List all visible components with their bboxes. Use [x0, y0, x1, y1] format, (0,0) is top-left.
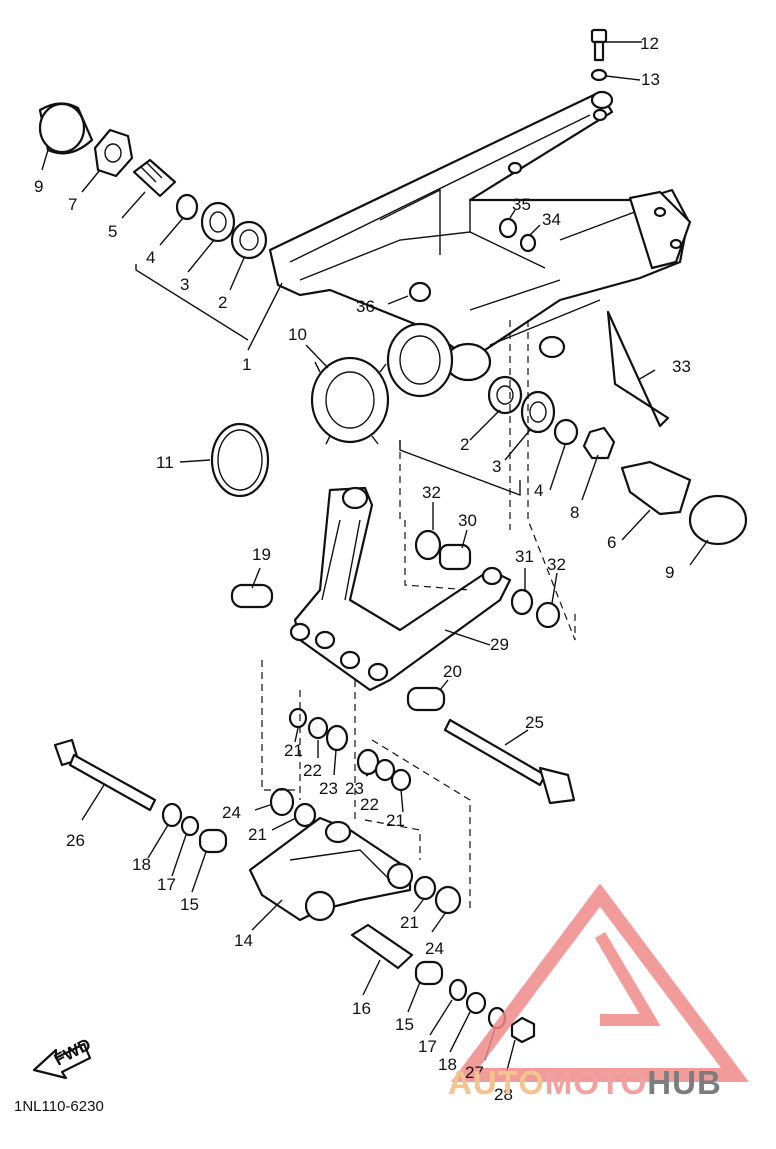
- bolt-26: [53, 738, 157, 812]
- watermark-text-moto: MOTO: [544, 1064, 648, 1101]
- connecting-rod-14: [248, 816, 414, 922]
- callout-15: 15: [180, 895, 199, 914]
- diagram-code: 1NL110-6230: [14, 1098, 104, 1115]
- collar-4: [175, 193, 199, 221]
- bushings-top: [230, 529, 561, 629]
- callout-3: 3: [180, 275, 189, 294]
- callout-25: 25: [525, 713, 544, 732]
- watermark-text-hub: HUB: [647, 1064, 722, 1101]
- bushings-lower: [350, 875, 536, 1044]
- watermark-text-auto: AUTO: [448, 1064, 545, 1101]
- callout-24-b: 24: [425, 939, 444, 958]
- watermark-logo: [451, 883, 749, 1082]
- callout-4-right: 4: [534, 481, 543, 500]
- callout-5: 5: [108, 222, 117, 241]
- callout-29: 29: [490, 635, 509, 654]
- housing: [386, 322, 454, 398]
- callout-19: 19: [252, 545, 271, 564]
- callout-11: 11: [156, 453, 174, 472]
- callout-15-b: 15: [395, 1015, 414, 1034]
- callout-32: 32: [422, 483, 441, 502]
- assembly-lines: [261, 320, 576, 908]
- callout-2: 2: [218, 293, 227, 312]
- callout-28: 28: [494, 1085, 513, 1104]
- shaft-6: [620, 460, 692, 516]
- nut-7: [93, 128, 134, 178]
- callout-31: 31: [515, 547, 534, 566]
- callout-4: 4: [146, 248, 155, 267]
- watermark-triangle: [451, 883, 749, 1082]
- callout-3-right: 3: [492, 457, 501, 476]
- callout-22-b: 22: [360, 795, 379, 814]
- seal-3: [200, 201, 236, 243]
- swing-arm: [268, 90, 692, 382]
- right-pivot-parts: [487, 310, 748, 546]
- pin-19: [230, 583, 274, 609]
- callout-7: 7: [68, 195, 77, 214]
- callout-labels: 12 13 9 7 5 4 3 2 1 35 34 36 10 33 11 2 …: [34, 34, 691, 1104]
- washers-left: [161, 802, 228, 854]
- callout-8: 8: [570, 503, 579, 522]
- washers-mid: [269, 707, 412, 828]
- callout-14: 14: [234, 931, 253, 950]
- callout-16: 16: [352, 999, 371, 1018]
- callout-23: 23: [319, 779, 338, 798]
- callout-1: 1: [242, 355, 251, 374]
- callout-32-right: 32: [547, 555, 566, 574]
- bolt-12-washer-13: [590, 28, 608, 82]
- callout-23-b: 23: [345, 779, 364, 798]
- watermark-text: AUTOMOTOHUB: [448, 1064, 722, 1102]
- callout-18-b: 18: [438, 1055, 457, 1074]
- callout-10: 10: [288, 325, 307, 344]
- callout-9-right: 9: [665, 563, 674, 582]
- callout-30: 30: [458, 511, 477, 530]
- callout-17-b: 17: [418, 1037, 437, 1056]
- callout-12: 12: [640, 34, 659, 53]
- callout-35: 35: [512, 195, 531, 214]
- callout-2-right: 2: [460, 435, 469, 454]
- shaft-5: [132, 158, 177, 198]
- callout-34: 34: [542, 210, 561, 229]
- callout-17: 17: [157, 875, 176, 894]
- callout-27: 27: [465, 1063, 484, 1082]
- callout-33: 33: [672, 357, 691, 376]
- callout-6: 6: [607, 533, 616, 552]
- bolt-33: [606, 310, 670, 428]
- callout-18: 18: [132, 855, 151, 874]
- callout-13: 13: [641, 70, 660, 89]
- callout-36: 36: [356, 297, 375, 316]
- ring-nut-10: [310, 356, 390, 445]
- callout-9: 9: [34, 177, 43, 196]
- callout-26: 26: [66, 831, 85, 850]
- left-pivot-parts: [38, 102, 268, 260]
- callout-24: 24: [222, 803, 241, 822]
- fwd-arrow: FWD: [32, 1035, 94, 1080]
- relay-arm-29: [289, 486, 512, 692]
- callout-21-c: 21: [248, 825, 267, 844]
- watermark-inner-mark: [594, 931, 661, 1026]
- callout-22: 22: [303, 761, 322, 780]
- callout-21: 21: [284, 741, 303, 760]
- callout-21-b: 21: [386, 811, 405, 830]
- small-fasteners-top: [408, 217, 537, 303]
- callout-21-d: 21: [400, 913, 419, 932]
- leader-lines: [41, 41, 709, 1079]
- bolt-25: [406, 686, 576, 805]
- bearing-2: [230, 220, 268, 260]
- gasket-11: [210, 422, 270, 498]
- cap-9-right: [688, 494, 748, 546]
- callout-20: 20: [443, 662, 462, 681]
